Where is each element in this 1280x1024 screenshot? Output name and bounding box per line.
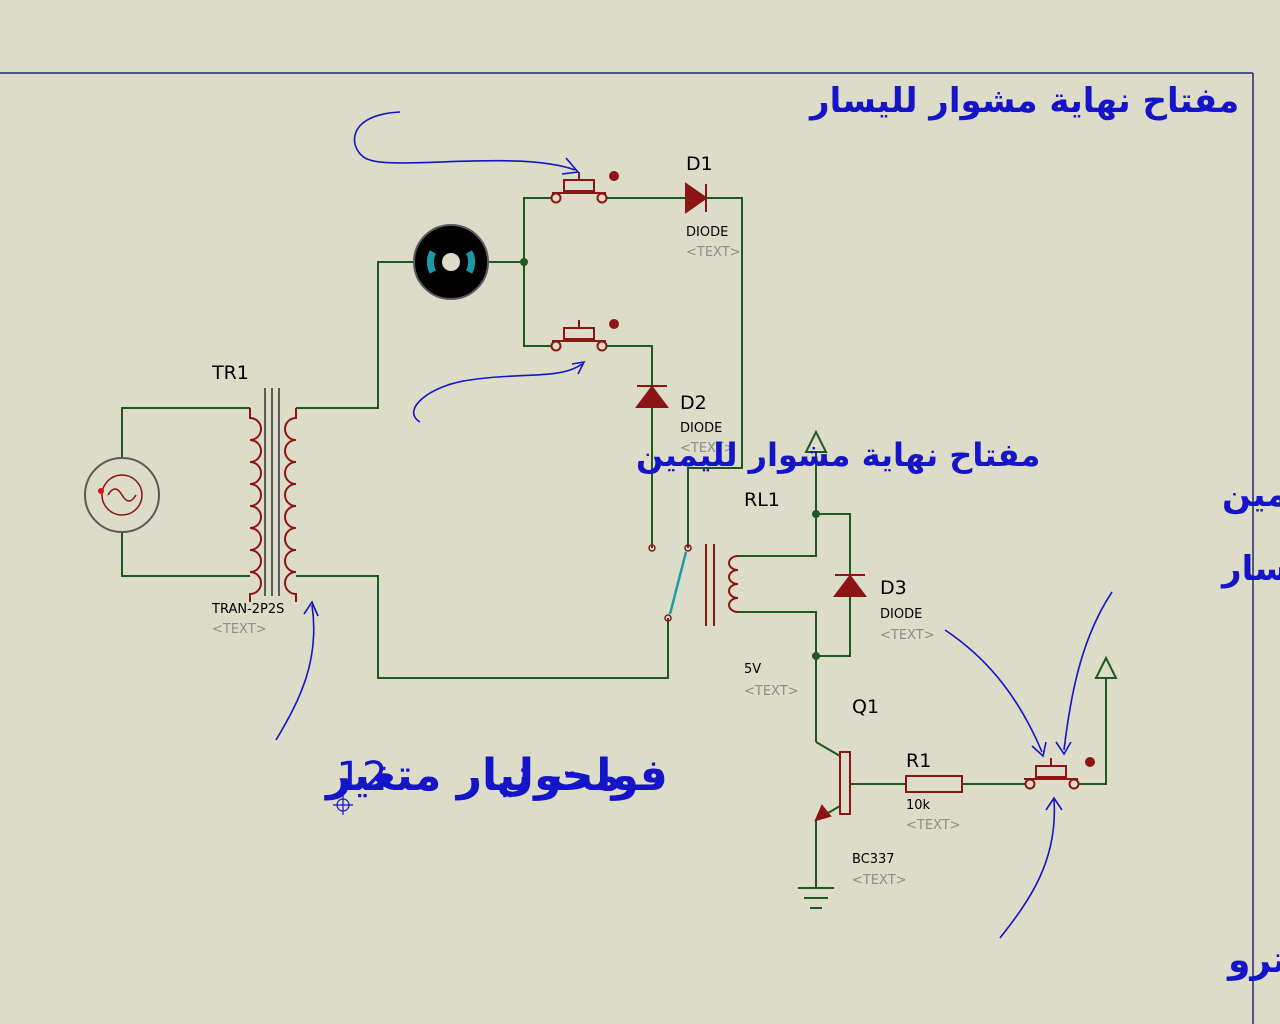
r1-text: <TEXT> — [906, 818, 961, 833]
diode-d3[interactable] — [833, 574, 867, 597]
annotation-transformer-b: فولت تيار متغير — [324, 750, 668, 801]
rl1-model: 5V — [744, 662, 761, 677]
ac-sine-icon — [101, 474, 143, 516]
annotation-transformer-a: محول — [496, 750, 621, 801]
annotation-transformer-num: 12 — [337, 754, 388, 800]
annotation-control-signal: اشارة التحكم من الميكرو كنترو — [1226, 940, 1280, 981]
sheet-border — [0, 72, 1254, 1024]
diode-d2[interactable] — [635, 385, 669, 408]
power-terminal-switch — [1094, 655, 1118, 679]
transistor-q1[interactable] — [814, 751, 851, 822]
dc-motor[interactable] — [413, 224, 489, 300]
q1-model: BC337 — [852, 852, 895, 867]
d3-text: <TEXT> — [880, 628, 935, 643]
d3-model: DIODE — [880, 607, 922, 622]
q1-text: <TEXT> — [852, 873, 907, 888]
push-button-icon — [1024, 758, 1080, 790]
annotation-left-limit: مفتاح نهاية مشوار لليسار — [808, 81, 1239, 121]
push-button-icon — [550, 320, 608, 352]
tr1-text: <TEXT> — [212, 622, 267, 637]
d1-text: <TEXT> — [686, 245, 741, 260]
d2-ref: D2 — [680, 392, 707, 414]
annotation-logic-zero: صفر منطقي = لليسار — [1220, 549, 1280, 589]
rl1-text: <TEXT> — [744, 684, 799, 699]
d1-ref: D1 — [686, 153, 713, 175]
limit-switch-right[interactable] — [550, 319, 620, 352]
d2-model: DIODE — [680, 421, 722, 436]
resistor-r1[interactable] — [905, 775, 963, 793]
q1-ref: Q1 — [852, 696, 879, 718]
control-switch[interactable] — [1024, 757, 1095, 790]
diode-d1[interactable] — [685, 182, 708, 214]
annotation-logic-one: واحد منطقي = لليمين — [1222, 475, 1280, 515]
annotation-right-limit: مفتاح نهاية مشوار لليمين — [636, 436, 1040, 474]
tr1-model: TRAN-2P2S — [211, 602, 284, 617]
ac-source[interactable] — [84, 457, 160, 533]
junction-dots — [520, 258, 820, 660]
r1-ref: R1 — [906, 750, 931, 772]
ground-symbol — [798, 887, 834, 909]
d1-model: DIODE — [686, 225, 728, 240]
limit-switch-left[interactable] — [550, 171, 620, 204]
rl1-ref: RL1 — [744, 489, 780, 511]
transformer-tr1[interactable] — [249, 388, 297, 602]
d3-ref: D3 — [880, 577, 907, 599]
relay-rl1[interactable] — [648, 544, 739, 626]
tr1-ref: TR1 — [211, 362, 249, 384]
relay-switch-arm — [668, 551, 688, 615]
dc-motor-icon — [426, 250, 476, 274]
push-button-icon — [550, 172, 608, 204]
r1-value: 10k — [906, 798, 931, 813]
d2-text: <TEXT> — [680, 441, 735, 456]
origin-marker-icon — [333, 795, 353, 815]
power-terminal-relay — [804, 429, 828, 453]
wires — [121, 197, 1107, 888]
annotation-arrows — [275, 111, 1113, 939]
